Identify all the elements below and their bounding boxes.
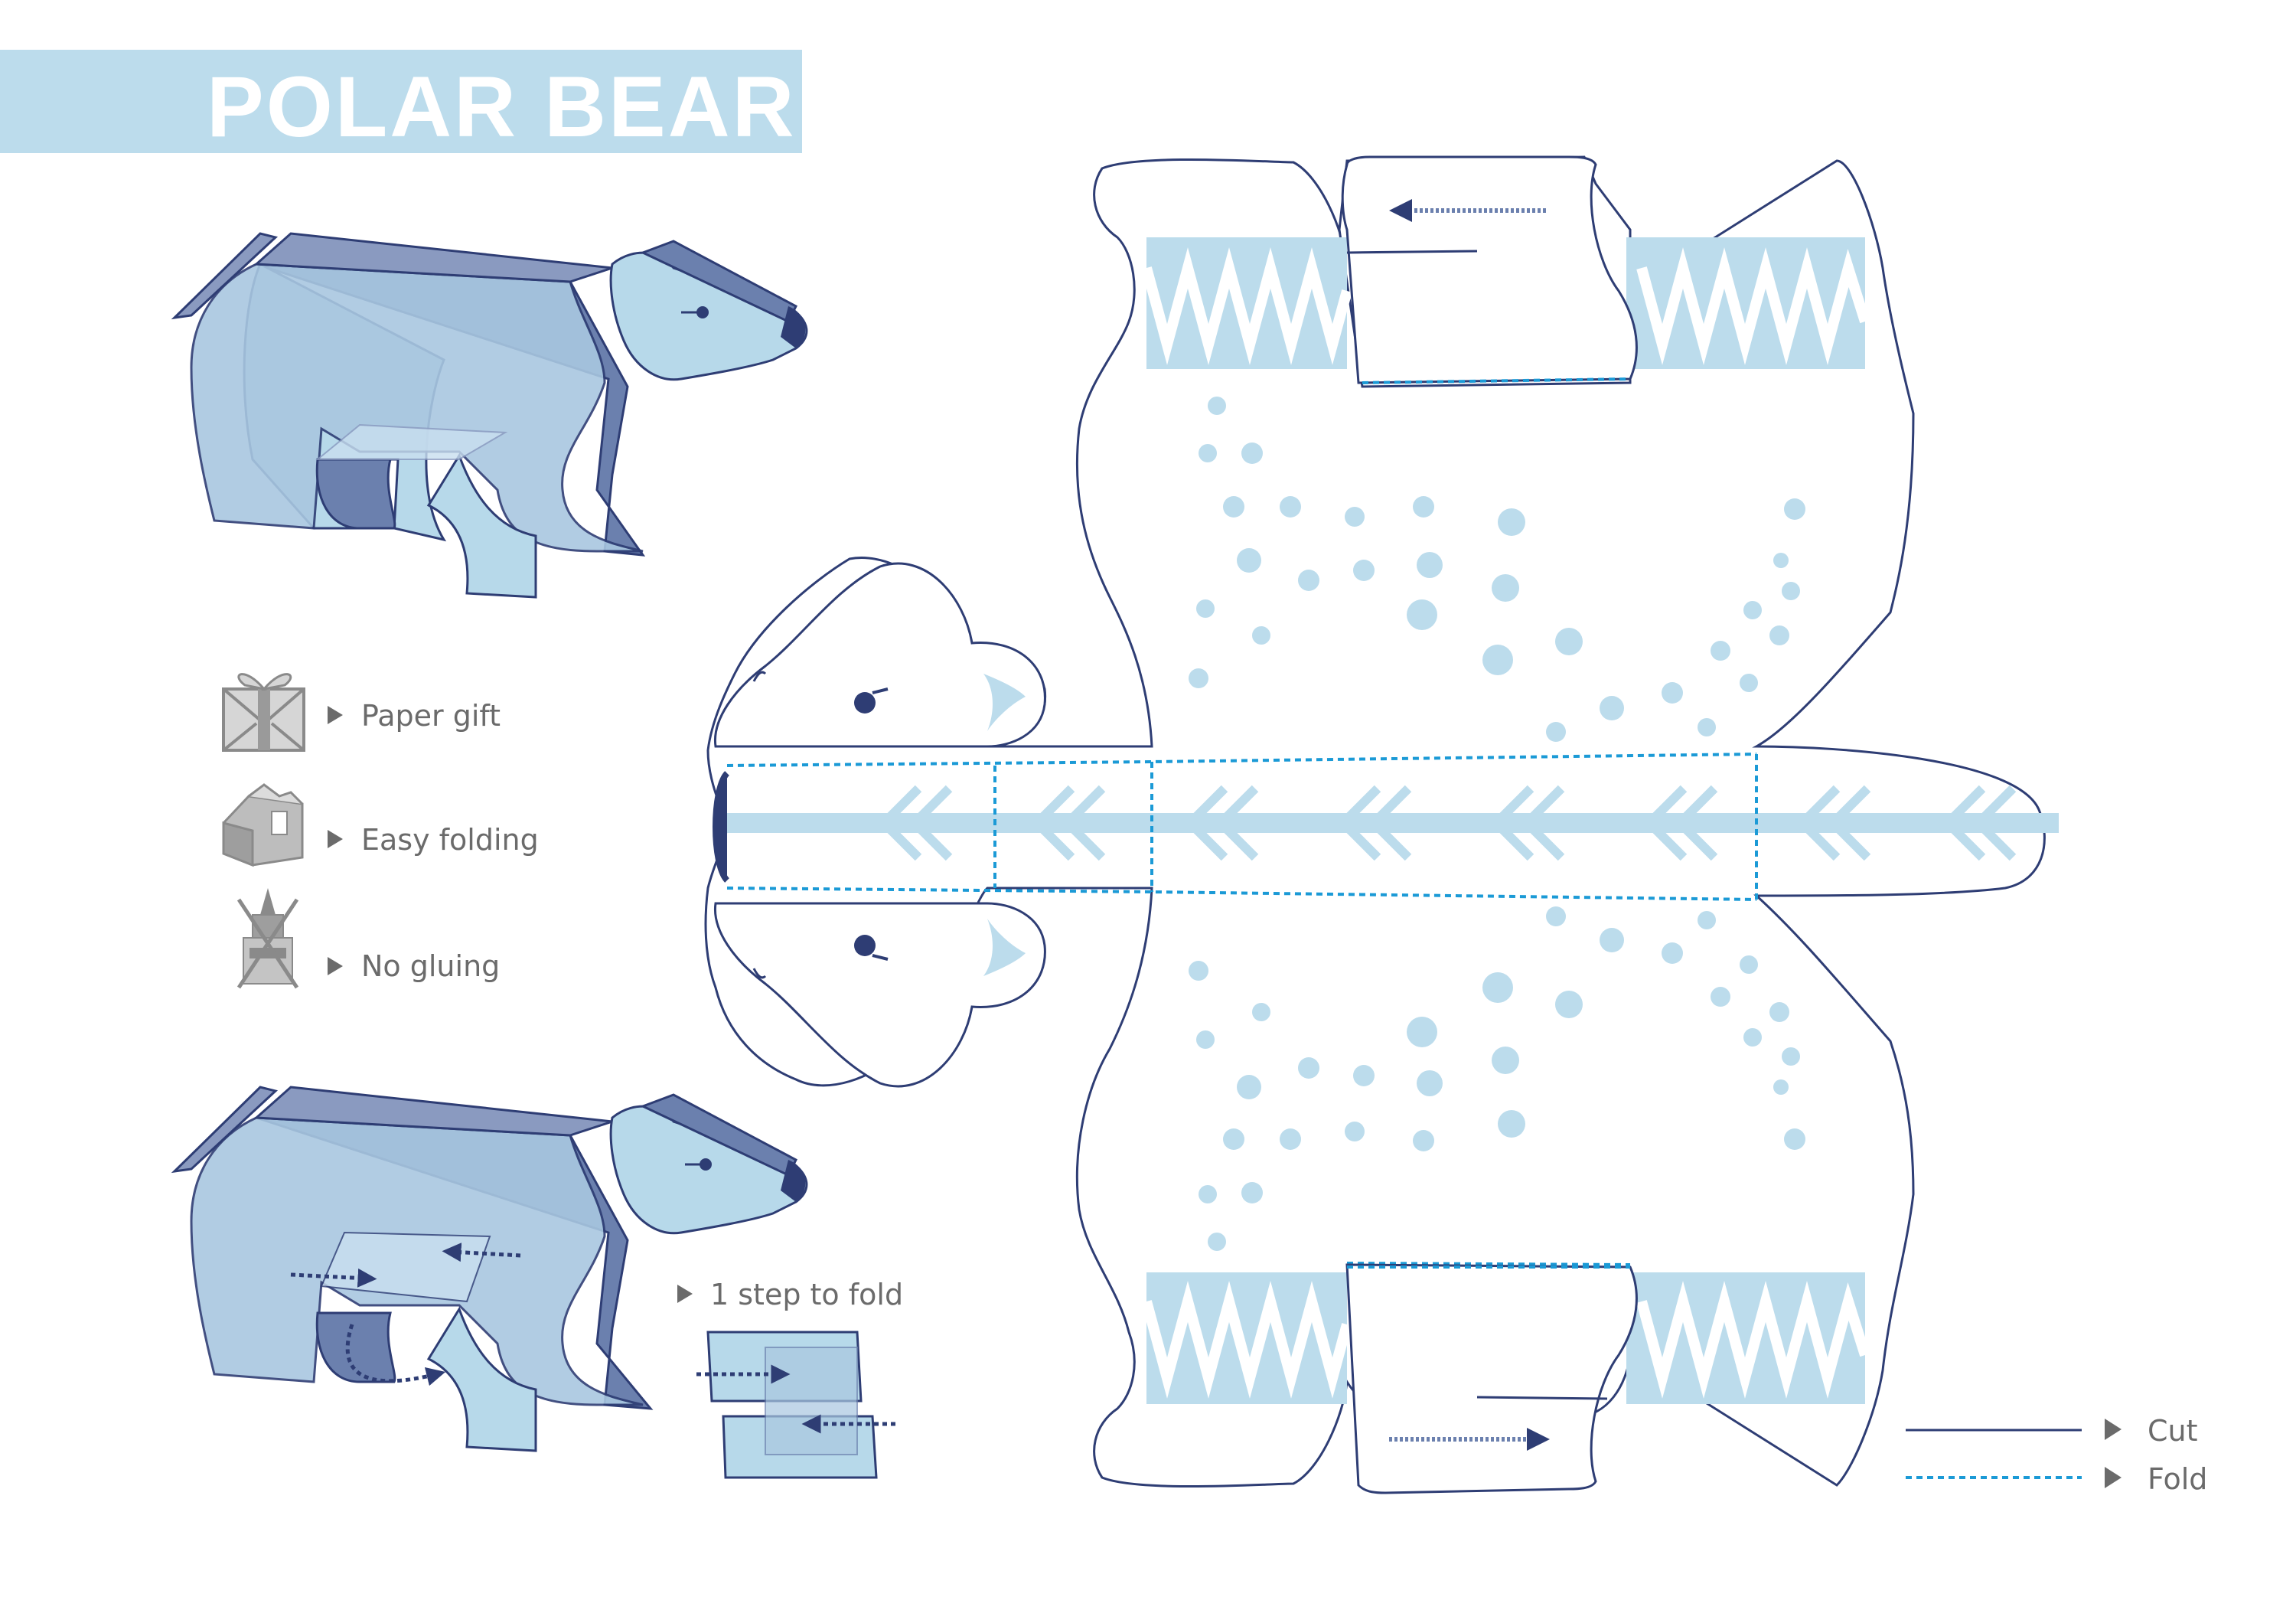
page-title: POLAR BEAR: [207, 59, 796, 155]
paw-stripe-bottom-left: [1141, 1272, 1352, 1404]
paw-stripe-top-right: [1626, 237, 1870, 369]
paw-stripe-top-left: [1141, 237, 1352, 369]
head-piece-bottom: [713, 902, 1046, 1088]
fold-step-label: 1 step to fold: [710, 1278, 903, 1311]
line-legend: Cut Fold: [1906, 1414, 2207, 1496]
folding-demo-bear-illustration: [171, 1086, 808, 1452]
assembled-bear-illustration: [171, 232, 808, 599]
house-box-icon: [222, 783, 304, 867]
feature-label-easy-folding: Easy folding: [361, 823, 539, 857]
fur-dots: [1189, 397, 1805, 1251]
paw-stripe-bottom-right: [1626, 1272, 1870, 1404]
legend-label-fold: Fold: [2148, 1462, 2207, 1496]
cutout-template: [704, 155, 2059, 1494]
fold-step-illustration: [696, 1331, 895, 1479]
feature-label-paper-gift: Paper gift: [361, 699, 501, 733]
title-banner: POLAR BEAR: [0, 50, 802, 155]
feature-label-no-gluing: No gluing: [361, 949, 500, 983]
no-glue-icon: [236, 888, 299, 989]
head-piece-top: [713, 562, 1046, 748]
feature-list: Paper gift Easy folding No gluing: [222, 673, 539, 989]
legend-label-cut: Cut: [2148, 1414, 2198, 1448]
gift-box-icon: [222, 673, 305, 752]
fold-step-instruction: 1 step to fold: [677, 1278, 903, 1479]
